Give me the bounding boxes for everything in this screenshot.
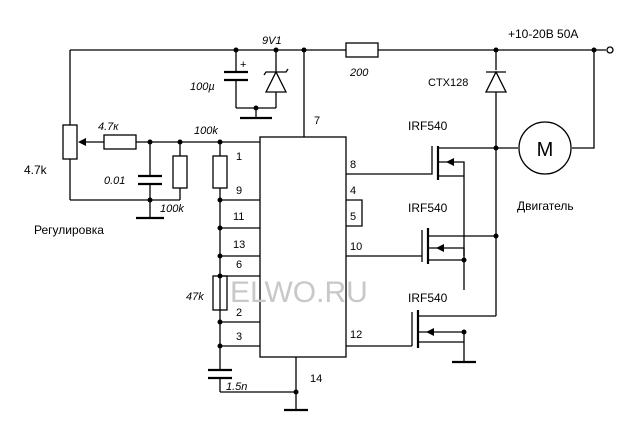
mosfet-2-label: IRF540 bbox=[408, 201, 448, 215]
pin-7: 7 bbox=[314, 115, 320, 127]
pin-3: 3 bbox=[236, 331, 242, 343]
pin-13: 13 bbox=[233, 239, 245, 251]
pin4-pin5-link bbox=[346, 199, 363, 227]
zener-voltage-label: 9V1 bbox=[262, 35, 282, 47]
motor-label: Двигатель bbox=[517, 199, 574, 213]
res-47k-label: 47k bbox=[186, 291, 204, 303]
pin-12: 12 bbox=[350, 329, 362, 341]
ic-body bbox=[259, 136, 347, 358]
pin-11: 11 bbox=[233, 211, 244, 223]
resistor-100k-a bbox=[212, 155, 228, 189]
pin-8: 8 bbox=[350, 159, 356, 171]
cap-100u-label: 100µ bbox=[190, 81, 215, 93]
pin-1: 1 bbox=[236, 151, 242, 163]
cap-1n5-label: 1.5n bbox=[226, 381, 247, 393]
res-100k-b-label: 100k bbox=[160, 203, 184, 215]
potentiometer bbox=[62, 124, 78, 160]
mosfet-1-label: IRF540 bbox=[408, 119, 448, 133]
pot-caption: Регулировка bbox=[34, 223, 104, 237]
resistor-4k7 bbox=[103, 134, 137, 150]
pot-wiper-arrow bbox=[78, 138, 86, 146]
resistor-200 bbox=[345, 42, 379, 58]
resistor-100k-b bbox=[172, 155, 188, 189]
pin-5: 5 bbox=[350, 211, 356, 223]
diode-label: CTX128 bbox=[428, 77, 468, 89]
diode-ctx128 bbox=[484, 70, 508, 93]
supply-label: +10-20В 50A bbox=[508, 27, 578, 41]
supply-terminal bbox=[606, 46, 614, 54]
pin-10: 10 bbox=[350, 241, 362, 253]
zener-diode bbox=[264, 70, 288, 93]
resistor-47k bbox=[212, 275, 228, 311]
motor-symbol bbox=[518, 121, 572, 175]
cap-001-label: 0.01 bbox=[104, 175, 125, 187]
res-4k7-label: 4.7к bbox=[98, 121, 119, 133]
pin-9: 9 bbox=[236, 185, 242, 197]
mosfet-3-label: IRF540 bbox=[408, 291, 448, 305]
motor-letter: M bbox=[537, 139, 554, 161]
svg-text:+: + bbox=[240, 59, 246, 71]
res-100k-a-label: 100k bbox=[194, 125, 218, 137]
pin-4: 4 bbox=[350, 185, 356, 197]
pin-14: 14 bbox=[310, 373, 322, 385]
res-200-label: 200 bbox=[349, 67, 369, 79]
pin-2: 2 bbox=[236, 307, 242, 319]
pin-6: 6 bbox=[236, 259, 242, 271]
watermark: ELWO.RU bbox=[230, 276, 368, 309]
pot-value-label: 4.7k bbox=[24, 163, 48, 177]
